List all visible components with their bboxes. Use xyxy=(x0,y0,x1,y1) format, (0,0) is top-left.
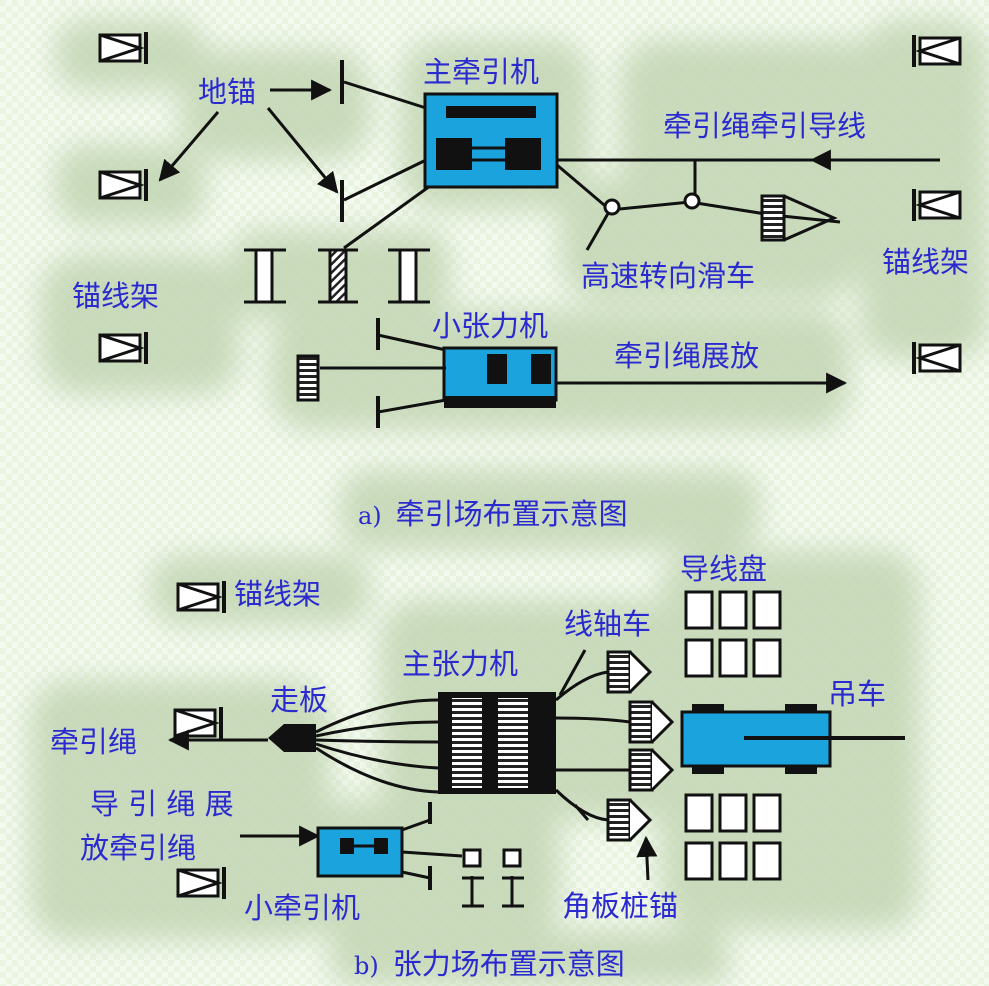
label-conductor-reel: 导线盘 xyxy=(680,552,768,586)
angle-plate-pointer xyxy=(636,835,658,881)
label-ground-anchor: 地锚 xyxy=(198,75,257,109)
ground-anchor-pointers xyxy=(158,79,339,194)
label-guide-rope-line2: 放牵引绳 xyxy=(80,831,197,865)
label-guide-rope-line1: 导 引 绳 展 xyxy=(90,787,234,821)
anchor-rack-icon xyxy=(98,332,148,364)
tension-drum-icon xyxy=(244,248,430,304)
reel-icon xyxy=(760,194,838,242)
label-pilot-rope-payout: 牵引绳展放 xyxy=(614,339,760,373)
label-anchor-rack-right: 锚线架 xyxy=(882,245,970,279)
small-tensioner-machine xyxy=(296,318,848,428)
anchor-rack-icon xyxy=(98,169,148,201)
main-puller-machine xyxy=(343,80,559,250)
section-a-pulling-site xyxy=(98,32,962,428)
stand-post-icon xyxy=(462,848,524,908)
caption-a-text: 牵引场布置示意图 xyxy=(395,497,628,531)
label-pilot-rope-pulls-conductor: 牵引绳牵引导线 xyxy=(663,109,867,143)
label-anchor-rack-b: 锚线架 xyxy=(234,577,322,611)
caption-b: b) 张力场布置示意图 xyxy=(354,950,625,979)
caption-b-text: 张力场布置示意图 xyxy=(392,947,625,981)
anchor-rack-icon xyxy=(176,867,226,899)
anchor-rack-icon xyxy=(176,581,226,613)
label-pilot-rope: 牵引绳 xyxy=(50,725,138,759)
crane-vehicle xyxy=(680,704,905,774)
label-high-speed-turning-block: 高速转向滑车 xyxy=(581,259,756,293)
label-running-board: 走板 xyxy=(270,683,329,717)
reel-to-tensioner-lines xyxy=(554,649,631,822)
conductor-support-post xyxy=(676,158,714,195)
label-anchor-rack-left: 锚线架 xyxy=(72,279,160,313)
anchor-rack-icon xyxy=(912,342,962,374)
main-tensioner-machine xyxy=(438,692,556,794)
label-small-puller: 小牵引机 xyxy=(244,891,361,925)
anchor-rack-icon xyxy=(98,32,148,64)
label-crane: 吊车 xyxy=(828,677,887,711)
anchor-rack-icon xyxy=(912,189,962,221)
small-puller-machine xyxy=(240,802,463,890)
conductor-reel-group xyxy=(684,590,782,881)
anchor-rack-icon xyxy=(912,35,962,67)
caption-a-prefix: a) xyxy=(358,502,382,530)
turning-block-path xyxy=(556,163,841,251)
label-small-tensioner: 小张力机 xyxy=(432,309,549,343)
running-board-icon xyxy=(167,698,439,794)
label-main-puller: 主牵引机 xyxy=(423,55,540,89)
anchor-rack-icon xyxy=(173,707,223,739)
reel-stand-group xyxy=(606,650,675,842)
caption-a: a) 牵引场布置示意图 xyxy=(358,500,628,529)
label-reel-stand: 线轴车 xyxy=(564,607,652,641)
label-main-tensioner: 主张力机 xyxy=(402,647,519,681)
section-b-tensioning-site xyxy=(167,581,905,908)
label-angle-plate-anchor: 角板桩锚 xyxy=(562,889,679,923)
caption-b-prefix: b) xyxy=(354,952,379,980)
